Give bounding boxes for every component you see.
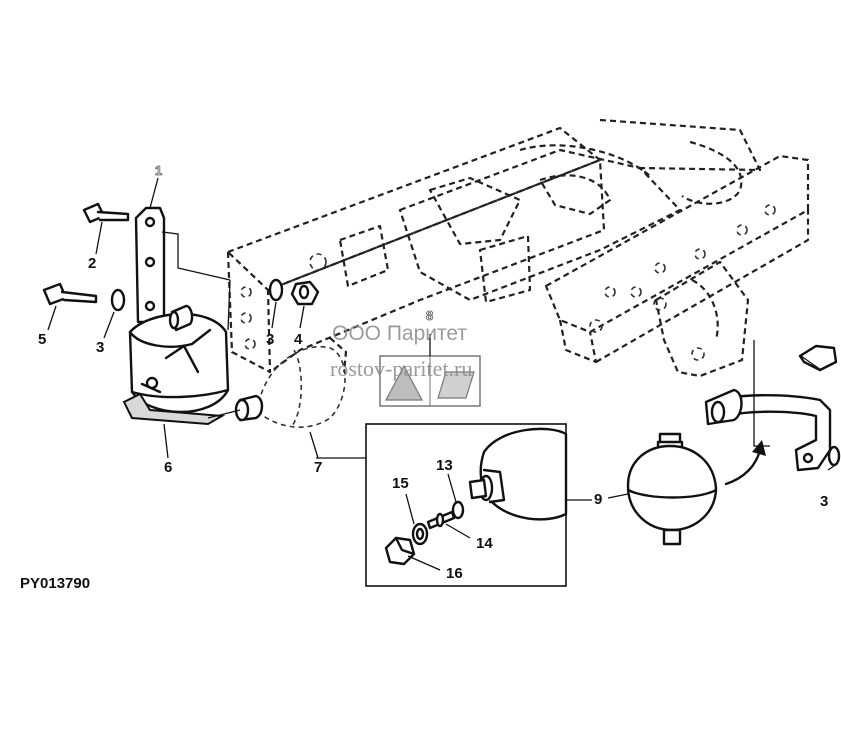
- callout-7: 7: [314, 459, 322, 476]
- watermark-company: ООО Паритет: [332, 322, 467, 345]
- callout-2: 2: [88, 255, 96, 272]
- callout-3-center: 3: [266, 331, 274, 348]
- accumulator-sphere: [626, 432, 766, 546]
- right-clamp-assembly: [704, 344, 841, 472]
- callout-6: 6: [164, 459, 172, 476]
- detail-view-box: [365, 423, 568, 587]
- strap-clamp-assembly: [42, 202, 320, 426]
- watermark-site: rostov-paritet.ru: [330, 356, 472, 381]
- leader-lines: [47, 177, 835, 571]
- callout-4: 4: [294, 331, 303, 348]
- callout-3-left: 3: [96, 339, 104, 356]
- warning-decal: [379, 355, 481, 407]
- callout-13: 13: [436, 457, 453, 474]
- callout-14: 14: [476, 535, 493, 552]
- callout-3-right: 3: [820, 493, 828, 510]
- figure-id: PY013790: [20, 575, 90, 592]
- callout-8: 8: [426, 308, 433, 323]
- callout-9: 9: [594, 491, 602, 508]
- callout-16: 16: [446, 565, 463, 582]
- callout-5: 5: [38, 331, 46, 348]
- frame-assembly-ghost: [226, 118, 810, 378]
- callout-labels: 1 2 5 3 3 4 6 7 8 9 13 14 15 16 3: [38, 163, 828, 582]
- callout-15: 15: [392, 475, 409, 492]
- callout-1: 1: [155, 163, 162, 178]
- accumulator-ghost: [257, 345, 346, 428]
- watermark: ООО Паритет rostov-paritet.ru: [330, 322, 472, 381]
